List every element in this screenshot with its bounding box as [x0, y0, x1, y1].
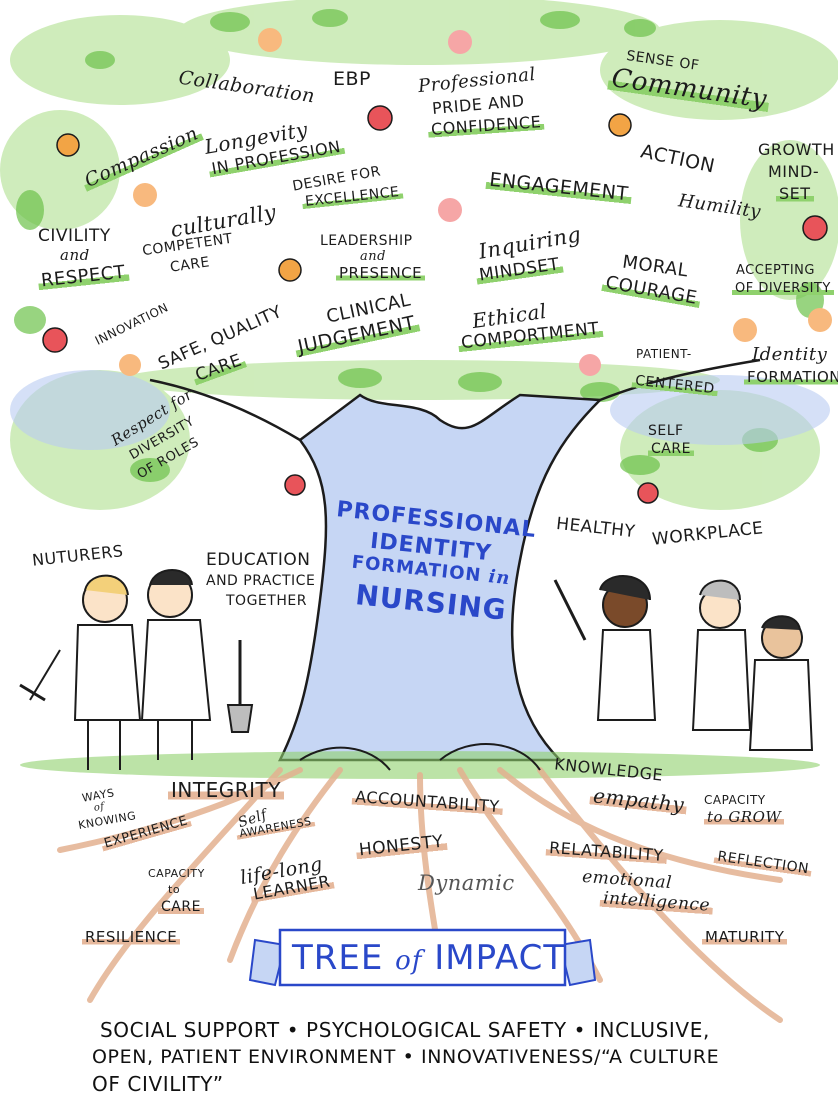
label-growth: GROWTH — [758, 140, 835, 159]
label-identity: Identity — [752, 344, 828, 365]
canopy-leaf-clusters — [14, 9, 824, 482]
label-care-root: CARE — [158, 900, 204, 915]
nurse-figure-left — [19, 574, 142, 770]
label-to-care: to — [168, 883, 181, 896]
label-care-self: CARE — [648, 442, 694, 457]
label-education: EDUCATION — [206, 550, 311, 570]
banner-tree: TREE — [292, 938, 384, 978]
label-and-civility: and — [60, 246, 90, 264]
tree-of-impact-banner-shape — [248, 928, 597, 987]
label-self: SELF — [648, 423, 684, 439]
banner-impact: IMPACT — [434, 938, 566, 978]
label-dynamic: Dynamic — [418, 871, 515, 895]
label-patient: PATIENT- — [636, 347, 692, 361]
label-and-practice: and PRACTICE — [206, 573, 316, 589]
label-integrity: INTEGRITY — [168, 780, 284, 801]
apples — [42, 28, 832, 504]
label-ebp: EBP — [333, 68, 371, 90]
nurse-group-right — [553, 575, 814, 751]
label-set: SET — [776, 185, 814, 203]
label-together: TOGETHER — [226, 593, 307, 609]
tree-trunk — [277, 393, 603, 762]
label-capacity-grow: CAPACITY — [704, 793, 766, 807]
banner-title: TREE of IMPACT — [292, 938, 565, 978]
title-in-word: in — [487, 566, 512, 590]
label-of-diversity: OF DIVERSITY — [732, 282, 834, 296]
ground-grass — [20, 751, 820, 779]
label-accepting: ACCEPTING — [736, 263, 815, 278]
nurse-figure-right-edu — [140, 569, 254, 760]
label-mind: MIND- — [768, 162, 820, 181]
label-civility: CIVILITY — [38, 226, 111, 246]
label-of-ways: of — [92, 801, 106, 814]
footer-line-2: OPEN, PATIENT ENVIRONMENT • INNOVATIVENE… — [92, 1046, 720, 1068]
label-capacity-care: CAPACITY — [148, 867, 205, 880]
canopy-shadow — [10, 370, 830, 450]
label-and-leadership: and — [360, 249, 386, 264]
label-to-grow: to GROW — [704, 809, 785, 826]
label-formation: FORMATION — [744, 369, 838, 386]
label-leadership: LEADERSHIP — [320, 233, 413, 249]
label-presence: PRESENCE — [336, 265, 426, 282]
footer-line-1: SOCIAL SUPPORT • PSYCHOLOGICAL SAFETY • … — [100, 1018, 710, 1042]
tree-roots — [57, 767, 783, 1023]
banner-of: of — [395, 946, 423, 976]
footer-line-3: OF CIVILITY” — [92, 1072, 224, 1096]
label-maturity: MATURITY — [702, 929, 788, 946]
label-resilience: RESILIENCE — [82, 929, 181, 946]
